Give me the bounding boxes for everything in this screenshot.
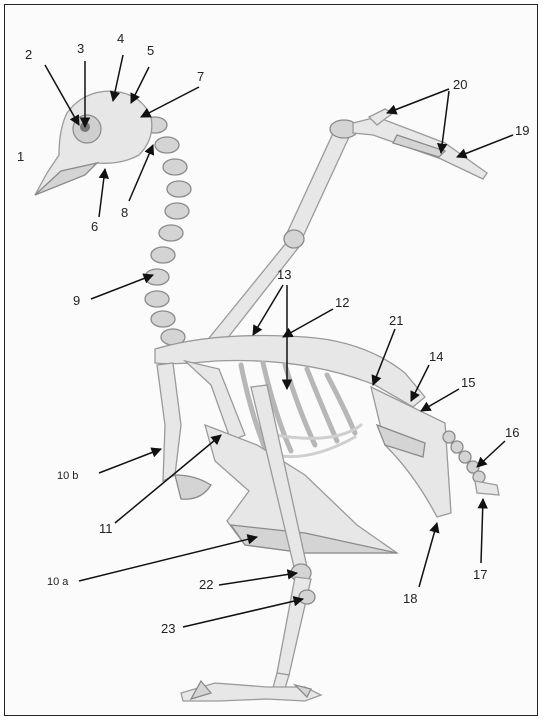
arrow-15 — [421, 389, 459, 411]
arrow-18 — [419, 523, 437, 587]
label-18: 18 — [403, 591, 417, 606]
arrow-9 — [91, 275, 153, 299]
label-7: 7 — [197, 69, 204, 84]
label-2: 2 — [25, 47, 32, 62]
arrow-20a — [387, 89, 449, 113]
skeleton-diagram: 1 2 3 4 5 6 7 8 9 10 a 10 b 11 12 13 14 … — [5, 5, 539, 717]
arrow-17 — [481, 499, 483, 563]
arrow-16 — [477, 441, 505, 467]
label-8: 8 — [121, 205, 128, 220]
label-19: 19 — [515, 123, 529, 138]
arrow-5 — [131, 67, 149, 103]
label-15: 15 — [461, 375, 475, 390]
arrow-23 — [183, 599, 303, 627]
arrow-22 — [219, 573, 297, 585]
label-3: 3 — [77, 41, 84, 56]
label-14: 14 — [429, 349, 443, 364]
label-5: 5 — [147, 43, 154, 58]
diagram-frame: 1 2 3 4 5 6 7 8 9 10 a 10 b 11 12 13 14 … — [4, 4, 538, 716]
keel — [205, 425, 397, 553]
label-21: 21 — [389, 313, 403, 328]
label-10a: 10 a — [47, 576, 69, 588]
label-4: 4 — [117, 31, 124, 46]
label-1: 1 — [17, 149, 24, 164]
tail — [443, 431, 499, 495]
arrow-6 — [99, 169, 105, 217]
arrow-10b — [99, 449, 161, 473]
arrow-19 — [457, 135, 513, 157]
label-20: 20 — [453, 77, 467, 92]
skull — [35, 91, 152, 195]
arrow-12 — [283, 309, 333, 337]
label-12: 12 — [335, 295, 349, 310]
label-10b: 10 b — [57, 470, 78, 482]
label-16: 16 — [505, 425, 519, 440]
label-6: 6 — [91, 219, 98, 234]
label-13: 13 — [277, 267, 291, 282]
bird-skeleton — [35, 91, 499, 701]
arrow-2 — [45, 65, 79, 125]
label-22: 22 — [199, 577, 213, 592]
arrow-10a — [79, 537, 257, 581]
label-11: 11 — [99, 521, 113, 536]
wing — [205, 109, 487, 349]
label-9: 9 — [73, 293, 80, 308]
label-17: 17 — [473, 567, 487, 582]
label-23: 23 — [161, 621, 175, 636]
arrow-7 — [141, 87, 199, 117]
shoulder-girdle — [157, 361, 245, 499]
